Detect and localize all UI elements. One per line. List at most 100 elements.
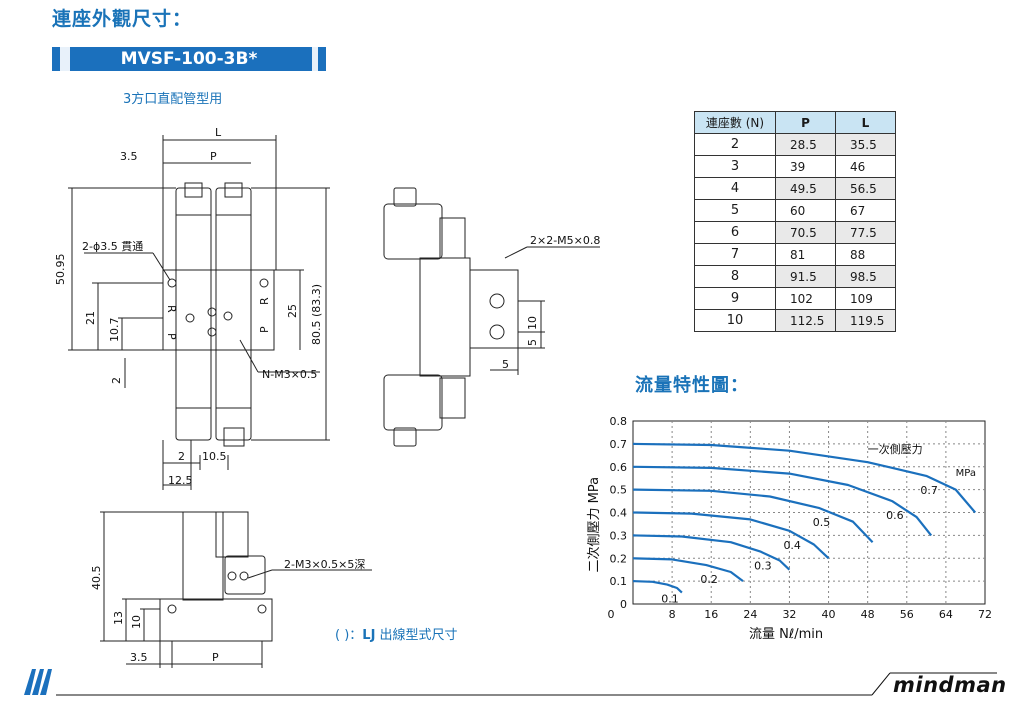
- hole-label: 2-ϕ3.5 貫通: [82, 240, 143, 253]
- cell-n: 4: [694, 177, 776, 200]
- footer: [24, 669, 997, 696]
- x-tick-label: 32: [782, 608, 796, 621]
- header-P: P: [775, 111, 836, 134]
- cell-p: 112.5: [775, 309, 836, 332]
- port-top: [489, 293, 505, 309]
- series-label: 0.1: [661, 593, 679, 606]
- side-base: [469, 269, 519, 349]
- dim-12-5: 12.5: [168, 474, 193, 487]
- series-label: 0.6: [886, 509, 904, 522]
- y-tick-label: 0: [620, 598, 627, 611]
- front-valve-1: [175, 187, 212, 441]
- cell-p: 91.5: [775, 265, 836, 288]
- thread-label-front: N-M3×0.5: [262, 368, 317, 381]
- port-letter-3: R: [258, 297, 271, 305]
- cell-n: 9: [694, 287, 776, 310]
- dim-10: 10: [130, 615, 143, 629]
- dim-10-5: 10.5: [202, 450, 227, 463]
- dim-21: 21: [84, 311, 97, 325]
- cell-l: 88: [835, 243, 896, 266]
- header-count: 連座數 (N): [694, 111, 776, 134]
- x-tick-label: 56: [900, 608, 914, 621]
- y-tick-label: 0.1: [610, 575, 628, 588]
- front-connector: [223, 427, 245, 447]
- dim-25: 25: [286, 304, 299, 318]
- cell-n: 7: [694, 243, 776, 266]
- chart-ylabel: 二次側壓力 MPa: [586, 477, 602, 573]
- x-tick-label: 16: [704, 608, 718, 621]
- cell-l: 35.5: [835, 133, 896, 156]
- series-label: 0.4: [783, 539, 801, 552]
- x-tick-label: 72: [978, 608, 992, 621]
- x-tick-label: 64: [939, 608, 953, 621]
- x-tick-label: 24: [743, 608, 757, 621]
- front-cap-1: [184, 182, 203, 198]
- banner-accent-right: [312, 47, 318, 71]
- y-tick-label: 0.5: [610, 484, 628, 497]
- dim-side-10: 10: [526, 316, 539, 330]
- model-banner: MVSF-100-3B*: [52, 47, 326, 71]
- dim-side-5-v: 5: [526, 339, 539, 346]
- cell-l: 56.5: [835, 177, 896, 200]
- dim-bottom-3-5: 3.5: [130, 651, 148, 664]
- cell-l: 109: [835, 287, 896, 310]
- legend-unit: MPa: [956, 468, 976, 479]
- series-label: 0.7: [920, 484, 938, 497]
- flow-curve-0.4: [632, 511, 830, 560]
- flow-curve-0.5: [632, 488, 874, 543]
- cell-l: 98.5: [835, 265, 896, 288]
- cell-p: 28.5: [775, 133, 836, 156]
- model-subtitle: 3方口直配管型用: [123, 92, 223, 107]
- port-bottom: [489, 324, 505, 340]
- cell-l: 77.5: [835, 221, 896, 244]
- dim-P: P: [210, 150, 217, 163]
- through-hole-left: [167, 278, 177, 288]
- side-coil-bottom: [383, 374, 443, 431]
- note-code: LJ: [362, 628, 376, 643]
- cell-l: 46: [835, 155, 896, 178]
- dim-2-left: 2: [110, 377, 123, 384]
- series-label: 0.2: [700, 573, 718, 586]
- cell-p: 81: [775, 243, 836, 266]
- cell-n: 3: [694, 155, 776, 178]
- side-coil-top: [383, 203, 443, 260]
- thread-label-bottom: 2-M3×0.5×5深: [284, 558, 365, 571]
- bottom-base: [159, 598, 273, 642]
- page-title: 連座外觀尺寸：: [52, 8, 193, 30]
- cell-l: 119.5: [835, 309, 896, 332]
- mindman-logo-icon: [24, 669, 52, 695]
- y-tick-label: 0.8: [610, 415, 628, 428]
- flow-curve-0.1: [632, 580, 683, 594]
- series-label: 0.5: [813, 516, 831, 529]
- cell-n: 6: [694, 221, 776, 244]
- brand-name: mindman: [893, 673, 1007, 697]
- flow-chart-title: 流量特性圖：: [635, 375, 749, 396]
- front-base: [162, 269, 275, 351]
- header-L: L: [835, 111, 896, 134]
- flow-curve-0.2: [632, 557, 744, 582]
- cell-n: 8: [694, 265, 776, 288]
- front-valve-2: [215, 187, 252, 441]
- dim-bottom-P: P: [212, 651, 219, 664]
- dim-side-5-h: 5: [502, 358, 509, 371]
- dim-3-5: 3.5: [120, 150, 138, 163]
- cable-note: ( )：LJ 出線型式尺寸: [335, 624, 458, 643]
- cell-l: 67: [835, 199, 896, 222]
- y-tick-label: 0.2: [610, 552, 628, 565]
- cell-p: 70.5: [775, 221, 836, 244]
- flow-curve-0.3: [632, 534, 791, 571]
- thread-label-side: 2×2-M5×0.8: [530, 234, 600, 247]
- x-tick-label: 8: [669, 608, 676, 621]
- dim-50-95: 50.95: [54, 254, 67, 286]
- dimension-drawings: L 3.5 P 50.95 80.5 (83.3) 25 21 10.7 2 1…: [54, 126, 600, 668]
- through-hole-right: [259, 278, 269, 288]
- model-name: MVSF-100-3B*: [120, 49, 258, 69]
- cell-p: 49.5: [775, 177, 836, 200]
